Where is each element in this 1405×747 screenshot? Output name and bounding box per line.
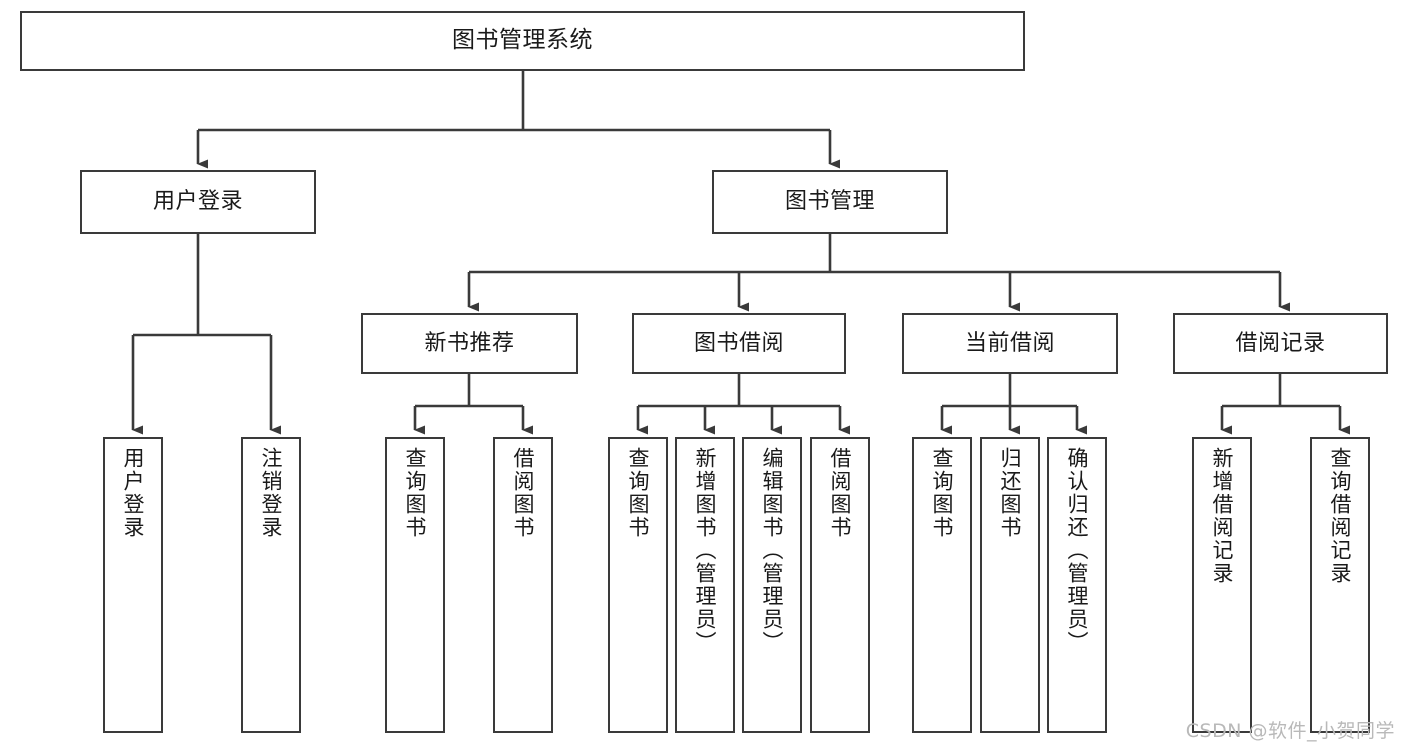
leaf-query-book-borrow[interactable]: 查询图书	[608, 437, 668, 733]
watermark: CSDN @软件_小贺同学	[1185, 720, 1395, 742]
node-book-management-module[interactable]: 图书管理	[712, 170, 948, 234]
node-label: 图书借阅	[693, 330, 784, 356]
node-label: 借阅图书	[511, 447, 536, 539]
node-label: 用户登录	[121, 447, 146, 539]
leaf-return-book[interactable]: 归还图书	[980, 437, 1040, 733]
node-new-book-recommend[interactable]: 新书推荐	[361, 313, 578, 374]
node-label: 归还图书	[998, 447, 1023, 539]
node-label: 查询图书	[930, 447, 955, 539]
leaf-query-book-recommend[interactable]: 查询图书	[385, 437, 445, 733]
leaf-query-book-current[interactable]: 查询图书	[912, 437, 972, 733]
node-label: 新增图书（管理员）	[693, 447, 718, 654]
node-user-login-module[interactable]: 用户登录	[80, 170, 316, 234]
leaf-borrow-book-recommend[interactable]: 借阅图书	[493, 437, 553, 733]
node-label: 借阅记录	[1235, 330, 1326, 356]
node-label: 查询图书	[403, 447, 428, 539]
node-book-borrow[interactable]: 图书借阅	[632, 313, 846, 374]
leaf-add-borrow-record[interactable]: 新增借阅记录	[1192, 437, 1252, 733]
node-root-system[interactable]: 图书管理系统	[20, 11, 1025, 71]
node-label: 图书管理	[784, 189, 875, 215]
node-label: 借阅图书	[828, 447, 853, 539]
node-label: 新增借阅记录	[1210, 447, 1235, 585]
node-label: 编辑图书（管理员）	[760, 447, 785, 654]
node-label: 当前借阅	[964, 330, 1055, 356]
leaf-confirm-return-admin[interactable]: 确认归还（管理员）	[1047, 437, 1107, 733]
leaf-borrow-book[interactable]: 借阅图书	[810, 437, 870, 733]
leaf-query-borrow-record[interactable]: 查询借阅记录	[1310, 437, 1370, 733]
node-label: 新书推荐	[424, 330, 515, 356]
node-current-borrow[interactable]: 当前借阅	[902, 313, 1118, 374]
leaf-edit-book-admin[interactable]: 编辑图书（管理员）	[742, 437, 802, 733]
node-label: 确认归还（管理员）	[1065, 447, 1090, 654]
node-label: 查询图书	[626, 447, 651, 539]
node-label: 图书管理系统	[452, 27, 593, 54]
node-borrow-record[interactable]: 借阅记录	[1173, 313, 1388, 374]
leaf-user-login[interactable]: 用户登录	[103, 437, 163, 733]
node-label: 查询借阅记录	[1328, 447, 1353, 585]
node-label: 用户登录	[152, 189, 243, 215]
node-label: 注销登录	[259, 447, 284, 539]
leaf-add-book-admin[interactable]: 新增图书（管理员）	[675, 437, 735, 733]
leaf-logout[interactable]: 注销登录	[241, 437, 301, 733]
